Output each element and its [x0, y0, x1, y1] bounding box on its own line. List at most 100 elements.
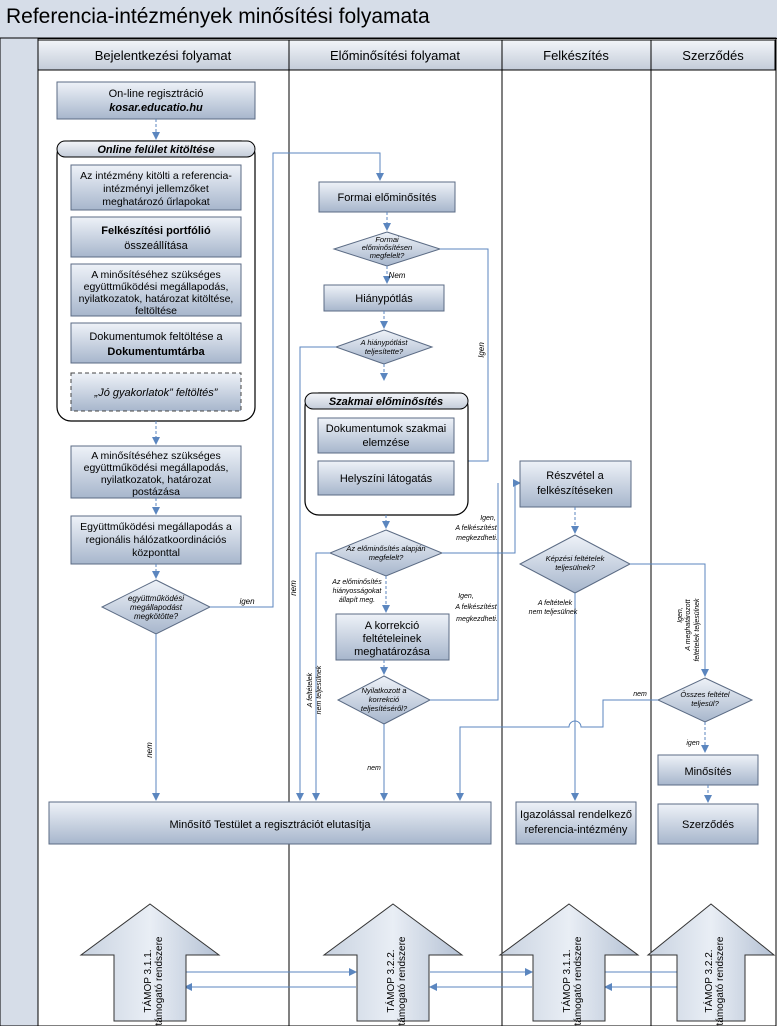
- label-nem-formai: Nem: [389, 271, 406, 280]
- tamop-arrows: [184, 968, 699, 991]
- egy-line2: regionális hálózatkoordinációs: [86, 534, 227, 546]
- d-osszes-line2: teljesül?: [691, 699, 719, 708]
- reszvetel-line2: felkészítéseken: [537, 485, 613, 497]
- label-hianyossag-1: Az előminősítés: [331, 579, 382, 586]
- formai-label: Formai előminősítés: [337, 192, 437, 204]
- label-igen-megh-1: Igen,: [677, 607, 684, 623]
- helyszini-label: Helyszíni látogatás: [340, 473, 433, 485]
- megall-line3: nyilatkozatok, határozat kitöltése,: [79, 293, 234, 305]
- label-igen-osszes: igen: [686, 740, 699, 747]
- megall-line1: A minősítéséhez szükséges: [91, 269, 221, 281]
- tamop-arrow-4-name: TÁMOP 3.2.2.: [702, 949, 715, 1012]
- portfolio-box: [70, 216, 242, 258]
- reszvetel-box: [519, 460, 632, 508]
- tamop-arrow-2: [322, 903, 464, 1022]
- reszvetel-line1: Részvétel a: [546, 470, 604, 482]
- tamop-arrow-3-sub: támogató rendszere: [573, 936, 584, 1025]
- posta-line1: A minősítéséhez szükséges: [91, 450, 221, 462]
- korr-line1: A korrekció: [365, 620, 419, 632]
- szerzodes-label: Szerződés: [682, 819, 734, 831]
- dokszak-box: [317, 417, 455, 454]
- tamop-arrow-2-sub: támogató rendszere: [397, 936, 408, 1025]
- egy-line3: központtal: [132, 547, 180, 559]
- label-igen-felk-2: A felkészítést: [454, 525, 497, 532]
- dokszak-line1: Dokumentumok szakmai: [326, 423, 446, 435]
- posta-box: [70, 445, 242, 499]
- tamop-arrow-1: [79, 903, 221, 1022]
- label-igen-felk-3b: megkezdheti.: [456, 616, 498, 623]
- label-igen-egy: igen: [239, 597, 255, 606]
- title-bar: Referencia-intézmények minősítési folyam…: [0, 0, 777, 39]
- page-title: Referencia-intézmények minősítési folyam…: [6, 5, 430, 28]
- posta-line2: együttműködési megállapodás,: [84, 462, 229, 474]
- dokszak-line2: elemzése: [362, 437, 409, 449]
- d-nyil-line3: teljesítéséről?: [361, 704, 408, 713]
- online-group-header: [56, 140, 256, 158]
- urlap-box: [70, 164, 242, 211]
- d-nyil-line2: korrekció: [369, 695, 399, 704]
- lane-title-3: Szerződés: [682, 48, 744, 63]
- label-feltetelek-nem-2: nem teljesülnek: [316, 665, 323, 714]
- label-nem-nyil: nem: [367, 765, 381, 772]
- label-nem-hiany: nem: [289, 580, 298, 596]
- urlap-line3: meghatározó űrlapokat: [102, 196, 209, 208]
- lane-title-2: Felkészítés: [543, 48, 609, 63]
- conn-osszes-nem: [456, 699, 658, 801]
- online-reg-line2: kosar.educatio.hu: [109, 102, 203, 114]
- d-egy-line1: együttműködési: [128, 594, 184, 603]
- d-hiany-line1: A hiánypótlást: [360, 338, 409, 347]
- megall-line2: együttműködési megállapodás,: [84, 281, 229, 293]
- tamop-arrow-4-sub: támogató rendszere: [715, 936, 726, 1025]
- urlap-line1: Az intézmény kitölti a referencia-: [80, 170, 232, 182]
- label-feltetelek-nem-1: A feltételek: [307, 672, 314, 708]
- szakmai-group-header: [304, 392, 469, 410]
- label-nem-osszes: nem: [633, 691, 647, 698]
- online-group-title: Online felület kitöltése: [97, 144, 214, 156]
- conn-hiany-nem: [296, 346, 336, 801]
- tamop-arrow-1-sub: támogató rendszere: [154, 936, 165, 1025]
- label-igen-felk-1: Igen,: [480, 515, 496, 522]
- lane-header-szerzodes: [650, 39, 776, 71]
- tamop-arrow-2-name: TÁMOP 3.2.2.: [384, 949, 397, 1012]
- urlap-line2: intézményi jellemzőket: [103, 183, 209, 195]
- megall-box: [70, 263, 242, 317]
- d-elomin-line1: Az előminősítés alapján: [345, 544, 425, 553]
- tamop-arrow-3: [498, 903, 640, 1022]
- minosites-label: Minősítés: [684, 766, 732, 778]
- d-elomin-line2: megfelelt?: [369, 553, 404, 562]
- portfolio-line1: Felkészítési portfólió: [101, 225, 211, 237]
- left-stripe: [0, 37, 39, 1026]
- conn-formai-igen: [440, 248, 489, 465]
- egyuttmukodes-box: [70, 515, 242, 565]
- lane-header-bejelentkezes: [37, 39, 290, 71]
- label-hianyossag-2: hiányosságokat: [333, 588, 383, 595]
- label-hianyossag-3: állapít meg.: [339, 597, 375, 604]
- tamop-arrow-1-name: TÁMOP 3.1.1.: [141, 949, 154, 1012]
- label-fel-nem-tel-1: A feltételek: [537, 600, 573, 607]
- label-igen-megh-2: A meghatározott: [685, 598, 692, 651]
- d-formai-line3: megfelelt?: [370, 251, 405, 260]
- d-formai-line2: előminősítésen: [362, 243, 412, 252]
- korr-line3: meghatározása: [354, 646, 431, 658]
- igazolas-box: [515, 801, 637, 845]
- szerzodes-box: [657, 803, 759, 845]
- elutasitas-label: Minősítő Testület a regisztrációt elutas…: [170, 819, 372, 831]
- label-igen-felk-1b: Igen,: [458, 593, 474, 600]
- dok-line2: Dokumentumtárba: [107, 346, 205, 358]
- d-kepzes-line1: Képzési feltételek: [546, 554, 606, 563]
- online-reg-line1: On-line regisztráció: [109, 88, 204, 100]
- conn-kepzes-igen: [630, 563, 709, 677]
- egy-line1: Együttműködési megállapodás a: [80, 521, 232, 533]
- conn-egy-formai: [210, 152, 384, 608]
- d-kepzes-line2: teljesülnek?: [555, 563, 595, 572]
- label-igen-megh-3: feltételek teljesülnek: [694, 598, 701, 662]
- hianypotlas-label: Hiánypótlás: [355, 293, 413, 305]
- szakmai-group-title: Szakmai előminősítés: [329, 396, 443, 408]
- d-egy-line2: megállapodást: [130, 603, 183, 612]
- minosites-box: [657, 754, 759, 786]
- helyszini-box: [317, 460, 455, 496]
- elutasitas-box: [48, 801, 492, 845]
- korrekcio-box: [335, 613, 450, 661]
- d-egy-line3: megkötötte?: [134, 612, 179, 621]
- label-nem-egy: nem: [145, 742, 154, 758]
